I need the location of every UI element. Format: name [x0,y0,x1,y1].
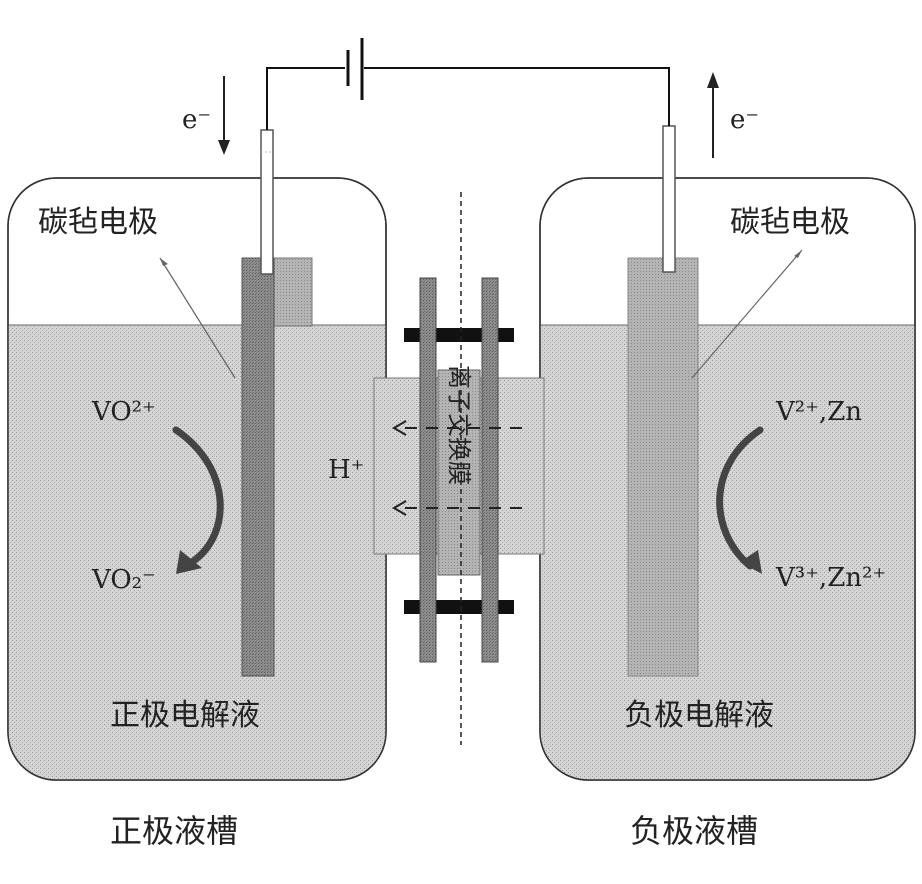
electrode-label-right: 碳毡电极 [730,205,850,240]
electron-label-left: e⁻ [182,105,211,135]
electron-label-right: e⁻ [730,105,759,135]
electrolyte-label-right: 负极电解液 [624,698,774,733]
right-tank [540,178,915,785]
membrane-label: 离子交换膜 [445,365,473,485]
species-v3-zn2: V³⁺,Zn²⁺ [775,563,886,593]
electrode-label-left: 碳毡电极 [38,205,158,240]
electrolyte-label-left: 正极电解液 [110,698,260,733]
membrane-plate-left [420,278,436,662]
species-vo2: VO₂⁻ [91,565,156,595]
species-vo2plus: VO²⁺ [91,397,156,427]
right-terminal-rod [663,126,675,272]
species-v2-zn: V²⁺,Zn [775,397,862,427]
proton-label: H⁺ [328,455,364,485]
right-wire [364,68,669,126]
tank-label-right: 负极液槽 [630,812,758,850]
membrane-plate-right [482,278,498,662]
right-carbon-felt-electrode [628,258,698,676]
electron-arrow-left [218,76,230,155]
electron-arrow-right [707,72,719,158]
left-wire [267,68,345,130]
tank-label-left: 正极液槽 [110,812,238,850]
